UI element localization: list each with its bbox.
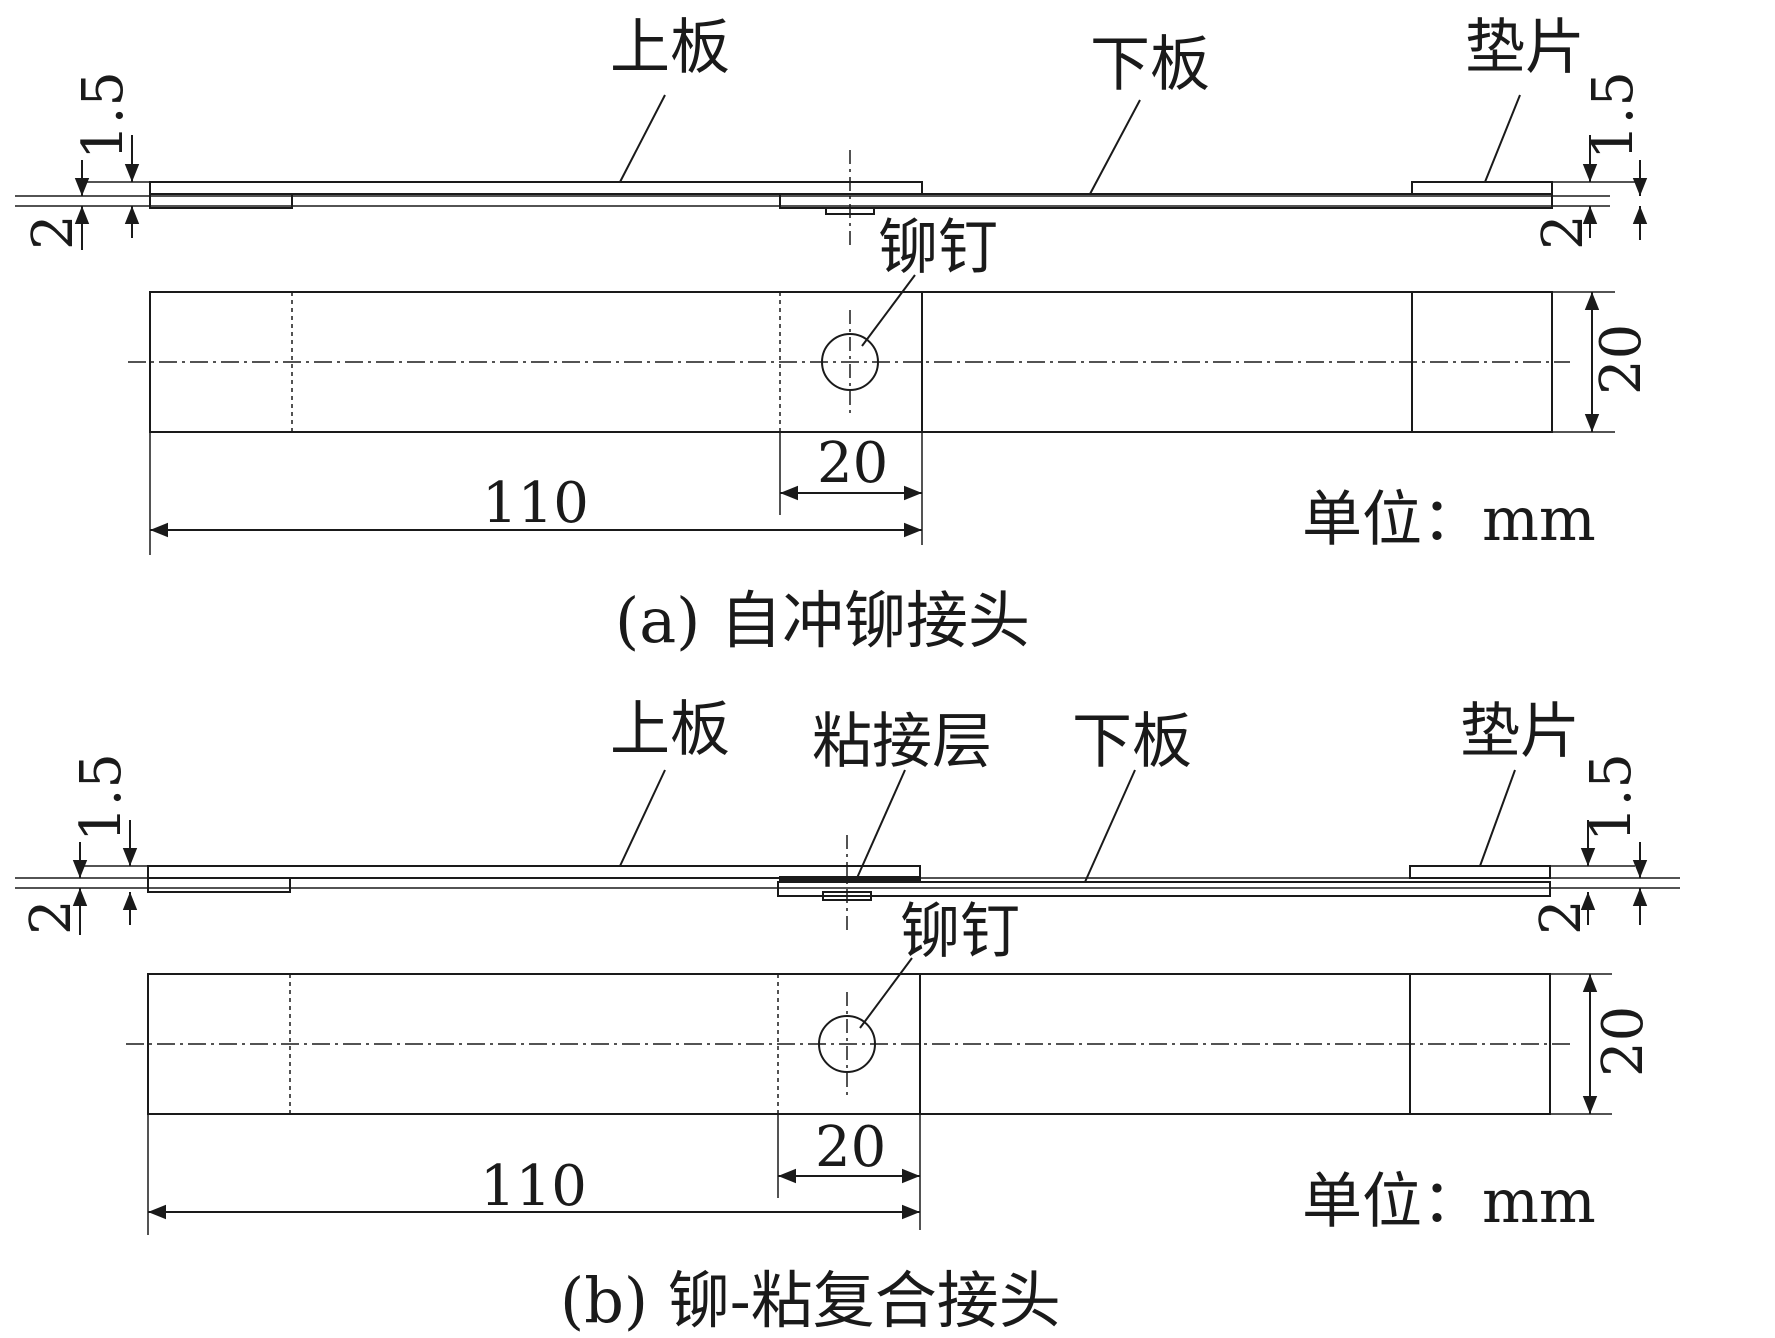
side-view-b xyxy=(15,769,1680,935)
leader-lower xyxy=(1089,99,1141,195)
dim-width: 20 xyxy=(1591,1006,1656,1077)
right-shim xyxy=(1409,865,1551,879)
panel-b xyxy=(15,769,1680,1235)
specimen-outline xyxy=(147,973,1551,1115)
label-shim: 垫片 xyxy=(1460,697,1580,767)
side-view-a xyxy=(15,94,1648,250)
panel-b-text: 上板 粘接层 下板 垫片 铆钉 1.5 2 1.5 2 20 20 110 单位… xyxy=(19,695,1656,1337)
top-view-a xyxy=(128,274,1615,555)
dim-right-bottom: 2 xyxy=(1529,899,1594,935)
unit-label: 单位：mm xyxy=(1302,485,1596,555)
dim-length: 110 xyxy=(482,471,589,536)
dim-overlap: 20 xyxy=(815,1115,886,1180)
dim-left-top: 1.5 xyxy=(69,753,134,842)
label-lower-plate: 下板 xyxy=(1090,30,1210,100)
dim-length: 110 xyxy=(480,1154,587,1219)
unit-label: 单位：mm xyxy=(1302,1167,1596,1237)
leader-shim xyxy=(1484,94,1521,183)
dim-right-top: 1.5 xyxy=(1581,71,1646,160)
label-lower-plate: 下板 xyxy=(1072,707,1192,777)
leader-upper xyxy=(619,94,666,183)
leader-upper xyxy=(619,769,666,867)
leader-lower xyxy=(1084,769,1136,883)
panel-a-text: 上板 下板 垫片 铆钉 1.5 2 1.5 2 20 20 110 单位：mm … xyxy=(21,13,1654,657)
rivet-circle xyxy=(821,333,879,391)
upper-plate xyxy=(147,865,921,879)
dim-width: 20 xyxy=(1589,324,1654,395)
left-shim xyxy=(149,193,293,209)
specimen-outline xyxy=(149,291,1553,433)
leader-rivet xyxy=(859,957,913,1029)
dim-overlap: 20 xyxy=(817,431,888,496)
leader-shim xyxy=(1479,769,1516,867)
label-rivet: 铆钉 xyxy=(900,897,1020,967)
label-shim: 垫片 xyxy=(1465,13,1585,83)
label-rivet: 铆钉 xyxy=(878,213,998,283)
upper-plate xyxy=(149,181,923,195)
panel-a xyxy=(15,94,1648,555)
dim-left-bottom: 2 xyxy=(19,899,84,935)
label-adhesive-layer: 粘接层 xyxy=(812,707,992,777)
lower-plate xyxy=(777,881,1551,897)
leader-rivet xyxy=(861,274,916,347)
top-view-b xyxy=(126,957,1612,1235)
caption-a: (a) 自冲铆接头 xyxy=(615,584,1030,657)
label-upper-plate: 上板 xyxy=(610,13,730,83)
left-shim xyxy=(147,877,291,893)
lower-plate xyxy=(779,193,1553,209)
label-upper-plate: 上板 xyxy=(610,695,730,765)
dim-left-bottom: 2 xyxy=(21,214,86,250)
leader-adhesive xyxy=(856,769,906,879)
dim-right-bottom: 2 xyxy=(1531,214,1596,250)
dim-right-top: 1.5 xyxy=(1579,753,1644,842)
caption-b: (b) 铆-粘复合接头 xyxy=(560,1264,1061,1337)
rivet-circle xyxy=(818,1015,876,1073)
dim-left-top: 1.5 xyxy=(71,71,136,160)
right-shim xyxy=(1411,181,1553,195)
